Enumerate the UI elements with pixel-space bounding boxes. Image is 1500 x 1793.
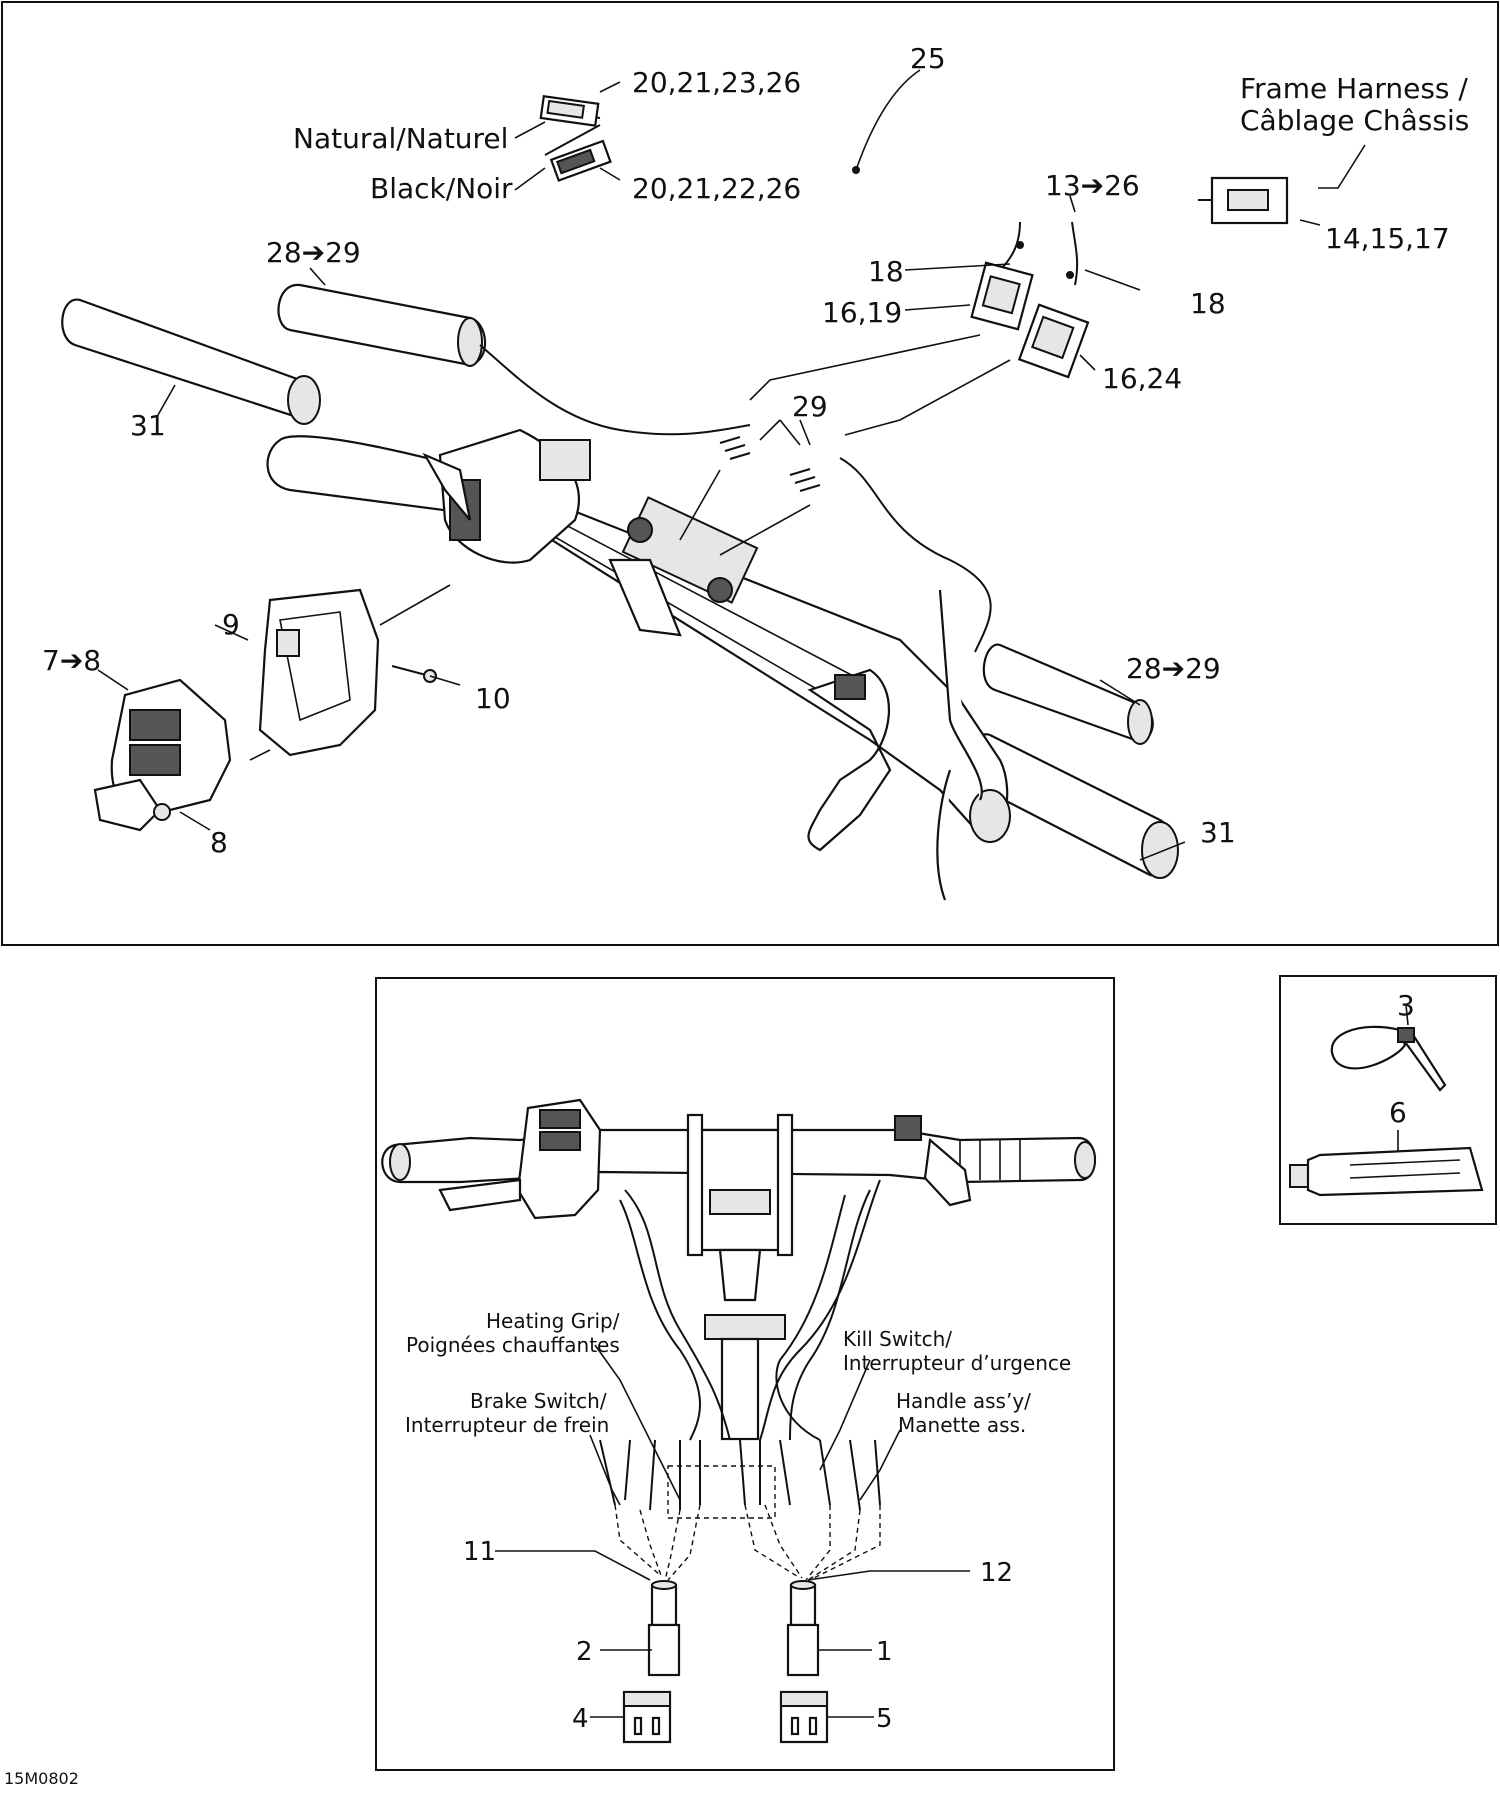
- heating-grip-right: [839, 457, 1154, 745]
- inset-handlebar: [381, 1098, 1096, 1744]
- connector-housing-4: [622, 1690, 672, 1744]
- label-frame-harness-line2: Câblage Châssis: [1240, 104, 1469, 137]
- callout-16-19: 16,19: [822, 296, 902, 329]
- diagram-code: 15M0802: [4, 1769, 79, 1788]
- callout-11: 11: [463, 1537, 496, 1567]
- callout-8: 8: [210, 826, 228, 859]
- label-heating-grip-line1: Heating Grip/: [486, 1309, 620, 1333]
- butt-splice-1: [786, 1580, 820, 1677]
- black-connector: [549, 139, 612, 182]
- inset-frame-wiring: [375, 977, 1115, 1771]
- callout-14-15-17: 14,15,17: [1325, 222, 1450, 255]
- brake-lever-right: [807, 668, 892, 852]
- label-brake-switch-line2: Interrupteur de frein: [405, 1413, 609, 1437]
- callout-28-29-right: 28➔29: [1126, 652, 1221, 685]
- connector-16-24: [1017, 303, 1090, 379]
- callout-1: 1: [876, 1637, 893, 1667]
- callout-natural-connectors: 20,21,23,26: [632, 66, 801, 99]
- label-kill-switch-line1: Kill Switch/: [843, 1327, 952, 1351]
- callout-10: 10: [475, 682, 511, 715]
- grip-sleeve-left: [61, 298, 321, 425]
- callout-18-right: 18: [1190, 287, 1226, 320]
- callout-29: 29: [792, 390, 828, 423]
- wiring-harness: [539, 94, 1289, 379]
- label-black: Black/Noir: [370, 172, 513, 205]
- frame-harness-connector: [1198, 176, 1289, 225]
- switch-housing-exploded: [93, 678, 232, 832]
- callout-13-26: 13➔26: [1045, 169, 1140, 202]
- natural-connector: [539, 94, 600, 127]
- callout-3: 3: [1397, 989, 1415, 1022]
- callout-25: 25: [910, 42, 946, 75]
- callout-12: 12: [980, 1558, 1013, 1588]
- callout-31-left: 31: [130, 409, 166, 442]
- label-brake-switch-line1: Brake Switch/: [470, 1389, 607, 1413]
- grease-tube: [1289, 1146, 1484, 1197]
- callout-5: 5: [876, 1704, 893, 1734]
- leader-lines: [97, 69, 1366, 861]
- connector-16-19: [970, 261, 1034, 331]
- callout-4: 4: [572, 1704, 589, 1734]
- inset-frame-accessories: [1279, 975, 1497, 1225]
- switch-cover: [258, 588, 380, 757]
- cable-tie: [1330, 1025, 1447, 1092]
- label-kill-switch-line2: Interrupteur d’urgence: [843, 1351, 1071, 1375]
- callout-6: 6: [1389, 1096, 1407, 1129]
- callout-7-8: 7➔8: [42, 644, 101, 677]
- label-heating-grip-line2: Poignées chauffantes: [406, 1333, 620, 1357]
- throttle-housing: [422, 428, 591, 564]
- callout-31-right: 31: [1200, 816, 1236, 849]
- butt-splice-2: [647, 1580, 681, 1677]
- terminals: [719, 436, 821, 492]
- callout-28-29-left: 28➔29: [266, 236, 361, 269]
- label-handle-assy-line1: Handle ass’y/: [896, 1389, 1031, 1413]
- main-diagram-frame: [1, 1, 1499, 946]
- inset-leader-lines: [495, 1344, 970, 1718]
- screw: [391, 665, 437, 683]
- label-frame-harness-line1: Frame Harness /: [1240, 72, 1468, 105]
- handlebar: [266, 435, 1011, 901]
- callout-black-connectors: 20,21,22,26: [632, 172, 801, 205]
- connector-housing-5: [779, 1690, 829, 1744]
- callout-16-24: 16,24: [1102, 362, 1182, 395]
- label-natural: Natural/Naturel: [293, 122, 508, 155]
- callout-9: 9: [222, 608, 240, 641]
- heating-grip-left: [277, 283, 751, 436]
- label-handle-assy-line2: Manette ass.: [898, 1413, 1026, 1437]
- callout-18-left: 18: [868, 255, 904, 288]
- callout-2: 2: [576, 1637, 593, 1667]
